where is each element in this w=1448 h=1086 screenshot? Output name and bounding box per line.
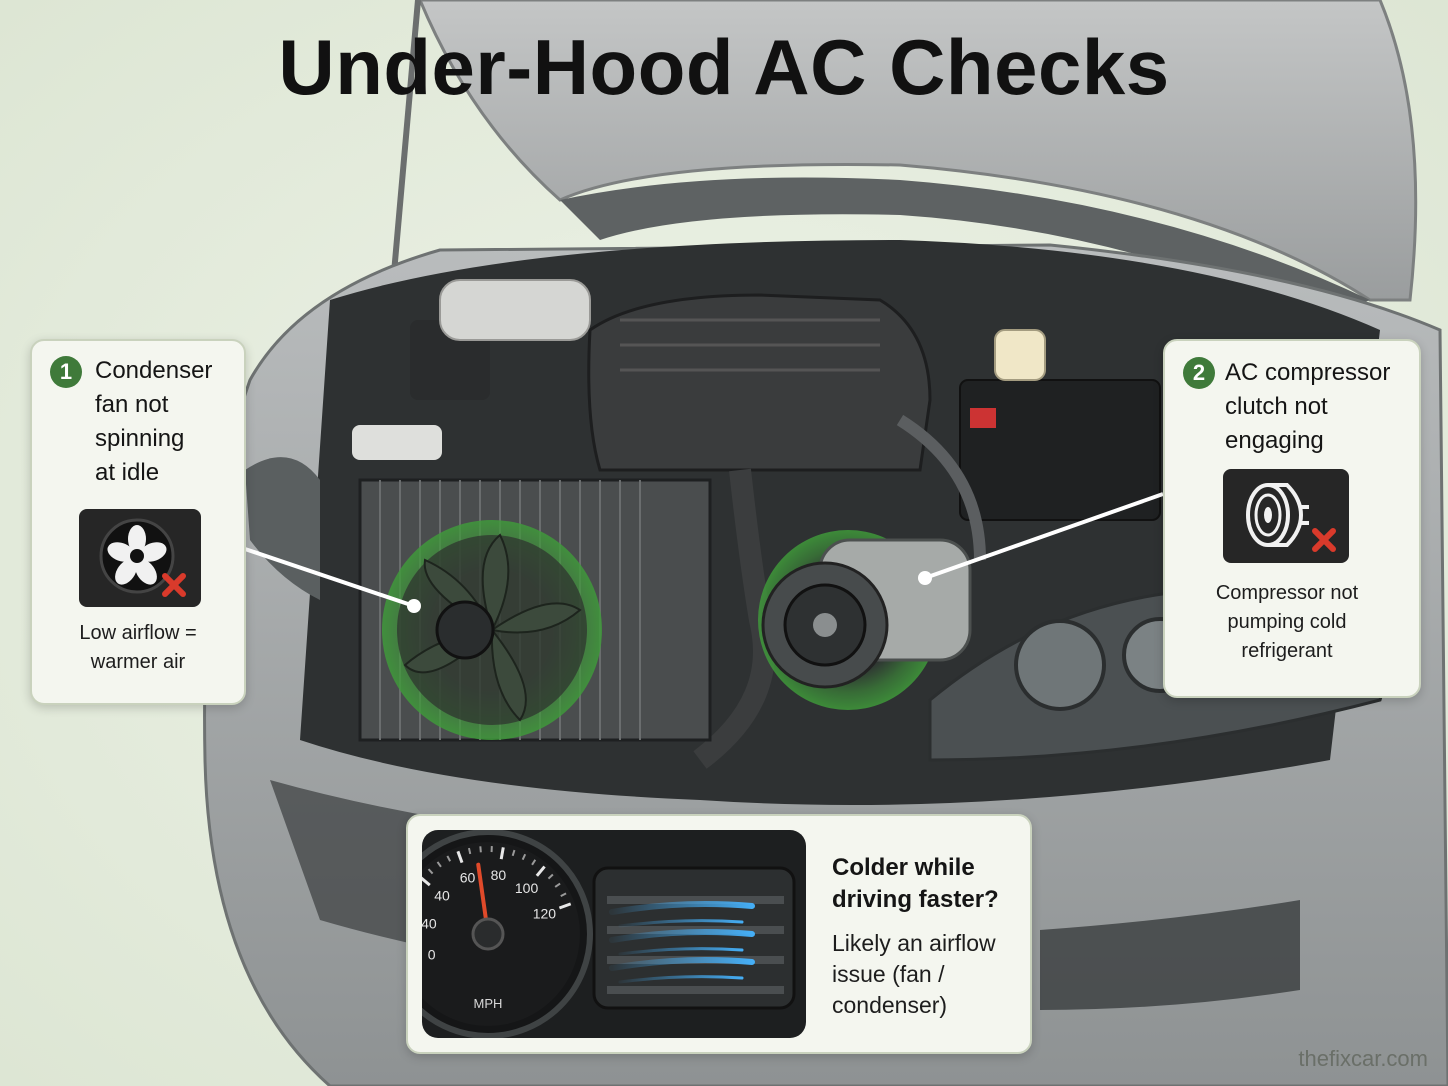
callout-number-badge: 2 — [1183, 357, 1215, 389]
gauge-minor-tick — [427, 868, 434, 875]
callout-caption: Compressor not pumping cold refrigerant — [1215, 582, 1359, 662]
gauge-minor-tick — [560, 892, 567, 898]
gauge-minor-tick — [436, 861, 442, 868]
gauge-tick-label: 40 — [422, 916, 437, 932]
gauge-minor-tick — [467, 847, 472, 855]
callout-heading: Condenser fan not spinning at idle — [95, 357, 213, 486]
gauge-tick — [422, 876, 431, 887]
leader-line-fan — [241, 546, 415, 608]
gauge-minor-tick — [554, 882, 561, 888]
gauge-tick-label: 60 — [460, 870, 476, 886]
callout-number-badge: 1 — [50, 356, 82, 388]
callout-ac-compressor: 2 AC compressor clutch not engaging Comp… — [1163, 339, 1421, 698]
speedometer-gauge: 0 40 40 60 80 100 120 MPH — [422, 830, 796, 1038]
gauge-tick-label: 100 — [515, 880, 539, 896]
callout-caption: Low airflow = warmer air — [79, 622, 197, 673]
gauge-minor-tick — [531, 859, 537, 866]
leader-line-compressor — [924, 492, 1164, 580]
tip-question: Colder while driving faster? — [832, 854, 999, 913]
condenser-fan — [358, 478, 712, 742]
callout-heading: AC compressor clutch not engaging — [1225, 359, 1391, 454]
engine — [352, 279, 1161, 769]
gauge-tick — [535, 865, 546, 877]
gauge-minor-tick — [479, 846, 482, 853]
tip-answer: Likely an airflow issue (fan / condenser… — [832, 930, 996, 1018]
fan-stopped-icon — [79, 509, 201, 607]
gauge-and-vent-panel: 0 40 40 60 80 100 120 MPH — [422, 830, 806, 1038]
gauge-minor-tick — [511, 849, 516, 857]
speed-airflow-tip: 0 40 40 60 80 100 120 MPH Colder while driving… — [406, 814, 1032, 1054]
gauge-tick-label: 40 — [434, 887, 450, 903]
ac-compressor — [758, 530, 972, 710]
gauge-tick — [558, 902, 572, 910]
gauge-tick-label: 120 — [533, 905, 557, 921]
callout-condenser-fan: 1 Condenser fan not spinning at idle Low… — [30, 339, 246, 705]
gauge-hub — [471, 917, 505, 951]
airflow-arrows-icon — [609, 901, 755, 984]
gauge-minor-tick — [446, 855, 452, 862]
gauge-minor-tick — [521, 853, 527, 861]
gauge-tick — [456, 850, 464, 864]
site-watermark: thefixcar.com — [1298, 1046, 1428, 1071]
gauge-minor-tick — [547, 873, 554, 880]
compressor-clutch-stopped-icon — [1223, 469, 1349, 563]
gauge-unit-label: MPH — [474, 996, 503, 1011]
gauge-tick — [499, 847, 505, 860]
gauge-tick-label: 80 — [491, 867, 507, 883]
page-title: Under-Hood AC Checks — [278, 23, 1170, 111]
gauge-tick-label: 0 — [428, 947, 436, 963]
